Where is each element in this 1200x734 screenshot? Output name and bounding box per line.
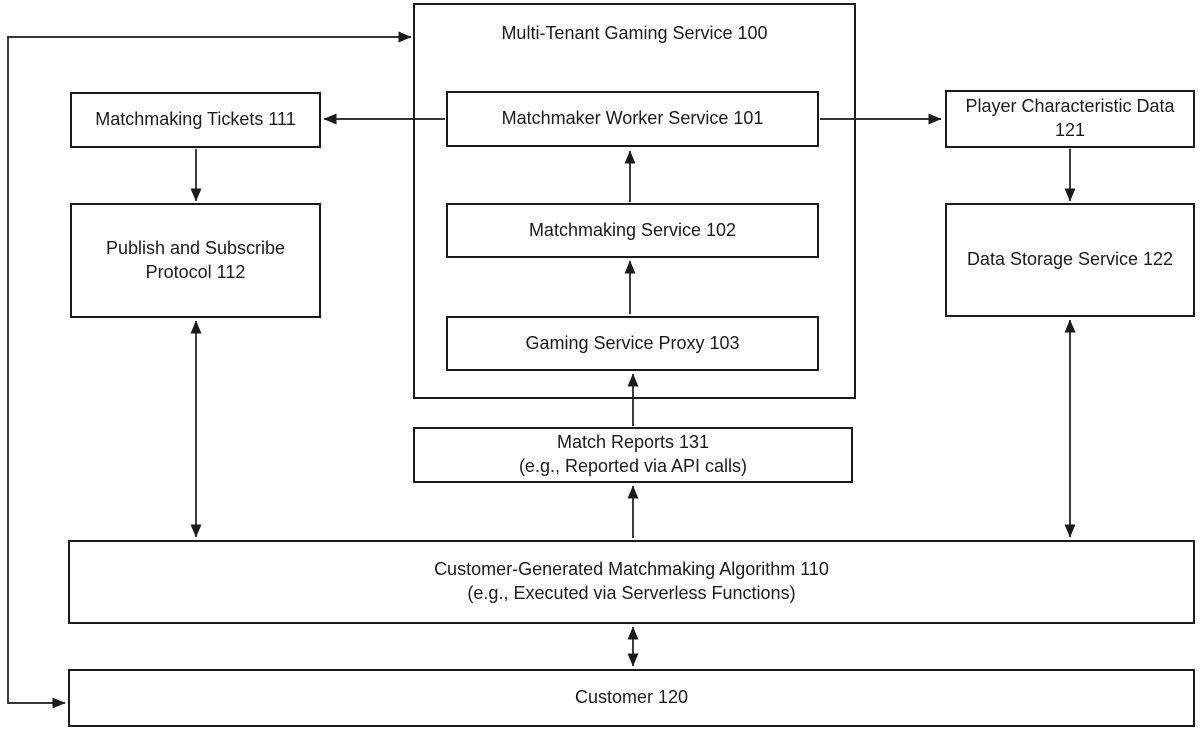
- box-label: Customer 120: [574, 687, 689, 708]
- container-title: Multi-Tenant Gaming Service 100: [501, 23, 768, 43]
- box-match-reports-131: Match Reports 131 (e.g., Reported via AP…: [413, 427, 853, 483]
- box-label: Data Storage Service 122: [966, 249, 1174, 270]
- box-data-storage-service-122: Data Storage Service 122: [945, 203, 1195, 317]
- box-publish-subscribe-protocol-112: Publish and Subscribe Protocol 112: [70, 203, 321, 318]
- box-matchmaking-service-102: Matchmaking Service 102: [446, 203, 819, 258]
- box-label-line2: (e.g., Executed via Serverless Functions…: [467, 583, 796, 603]
- box-label-line1: Customer-Generated Matchmaking Algorithm…: [434, 559, 829, 580]
- box-matchmaker-worker-service-101: Matchmaker Worker Service 101: [446, 91, 819, 147]
- box-label-line2: Protocol 112: [145, 261, 246, 282]
- box-label-line1: Match Reports 131: [556, 432, 710, 453]
- box-label-line1: Publish and Subscribe: [105, 237, 286, 258]
- box-player-characteristic-data-121: Player Characteristic Data 121: [945, 90, 1195, 148]
- box-label: Matchmaking Tickets 111: [95, 109, 296, 130]
- box-matchmaking-tickets-111: Matchmaking Tickets 111: [70, 92, 321, 148]
- box-label: Matchmaker Worker Service 101: [501, 108, 764, 129]
- box-label-line2: (e.g., Reported via API calls): [518, 456, 748, 476]
- box-customer-120: Customer 120: [68, 669, 1195, 727]
- box-label-line2: 121: [1054, 120, 1086, 140]
- connector-customer-gaming-loop: [7, 31, 412, 709]
- container-multi-tenant-gaming-service-100: Multi-Tenant Gaming Service 100: [413, 3, 856, 399]
- box-label: Matchmaking Service 102: [528, 219, 737, 240]
- box-label: Gaming Service Proxy 103: [525, 332, 740, 353]
- box-customer-generated-matchmaking-algorithm-110: Customer-Generated Matchmaking Algorithm…: [68, 540, 1195, 624]
- box-gaming-service-proxy-103: Gaming Service Proxy 103: [446, 316, 819, 371]
- box-label-line1: Player Characteristic Data: [965, 96, 1175, 117]
